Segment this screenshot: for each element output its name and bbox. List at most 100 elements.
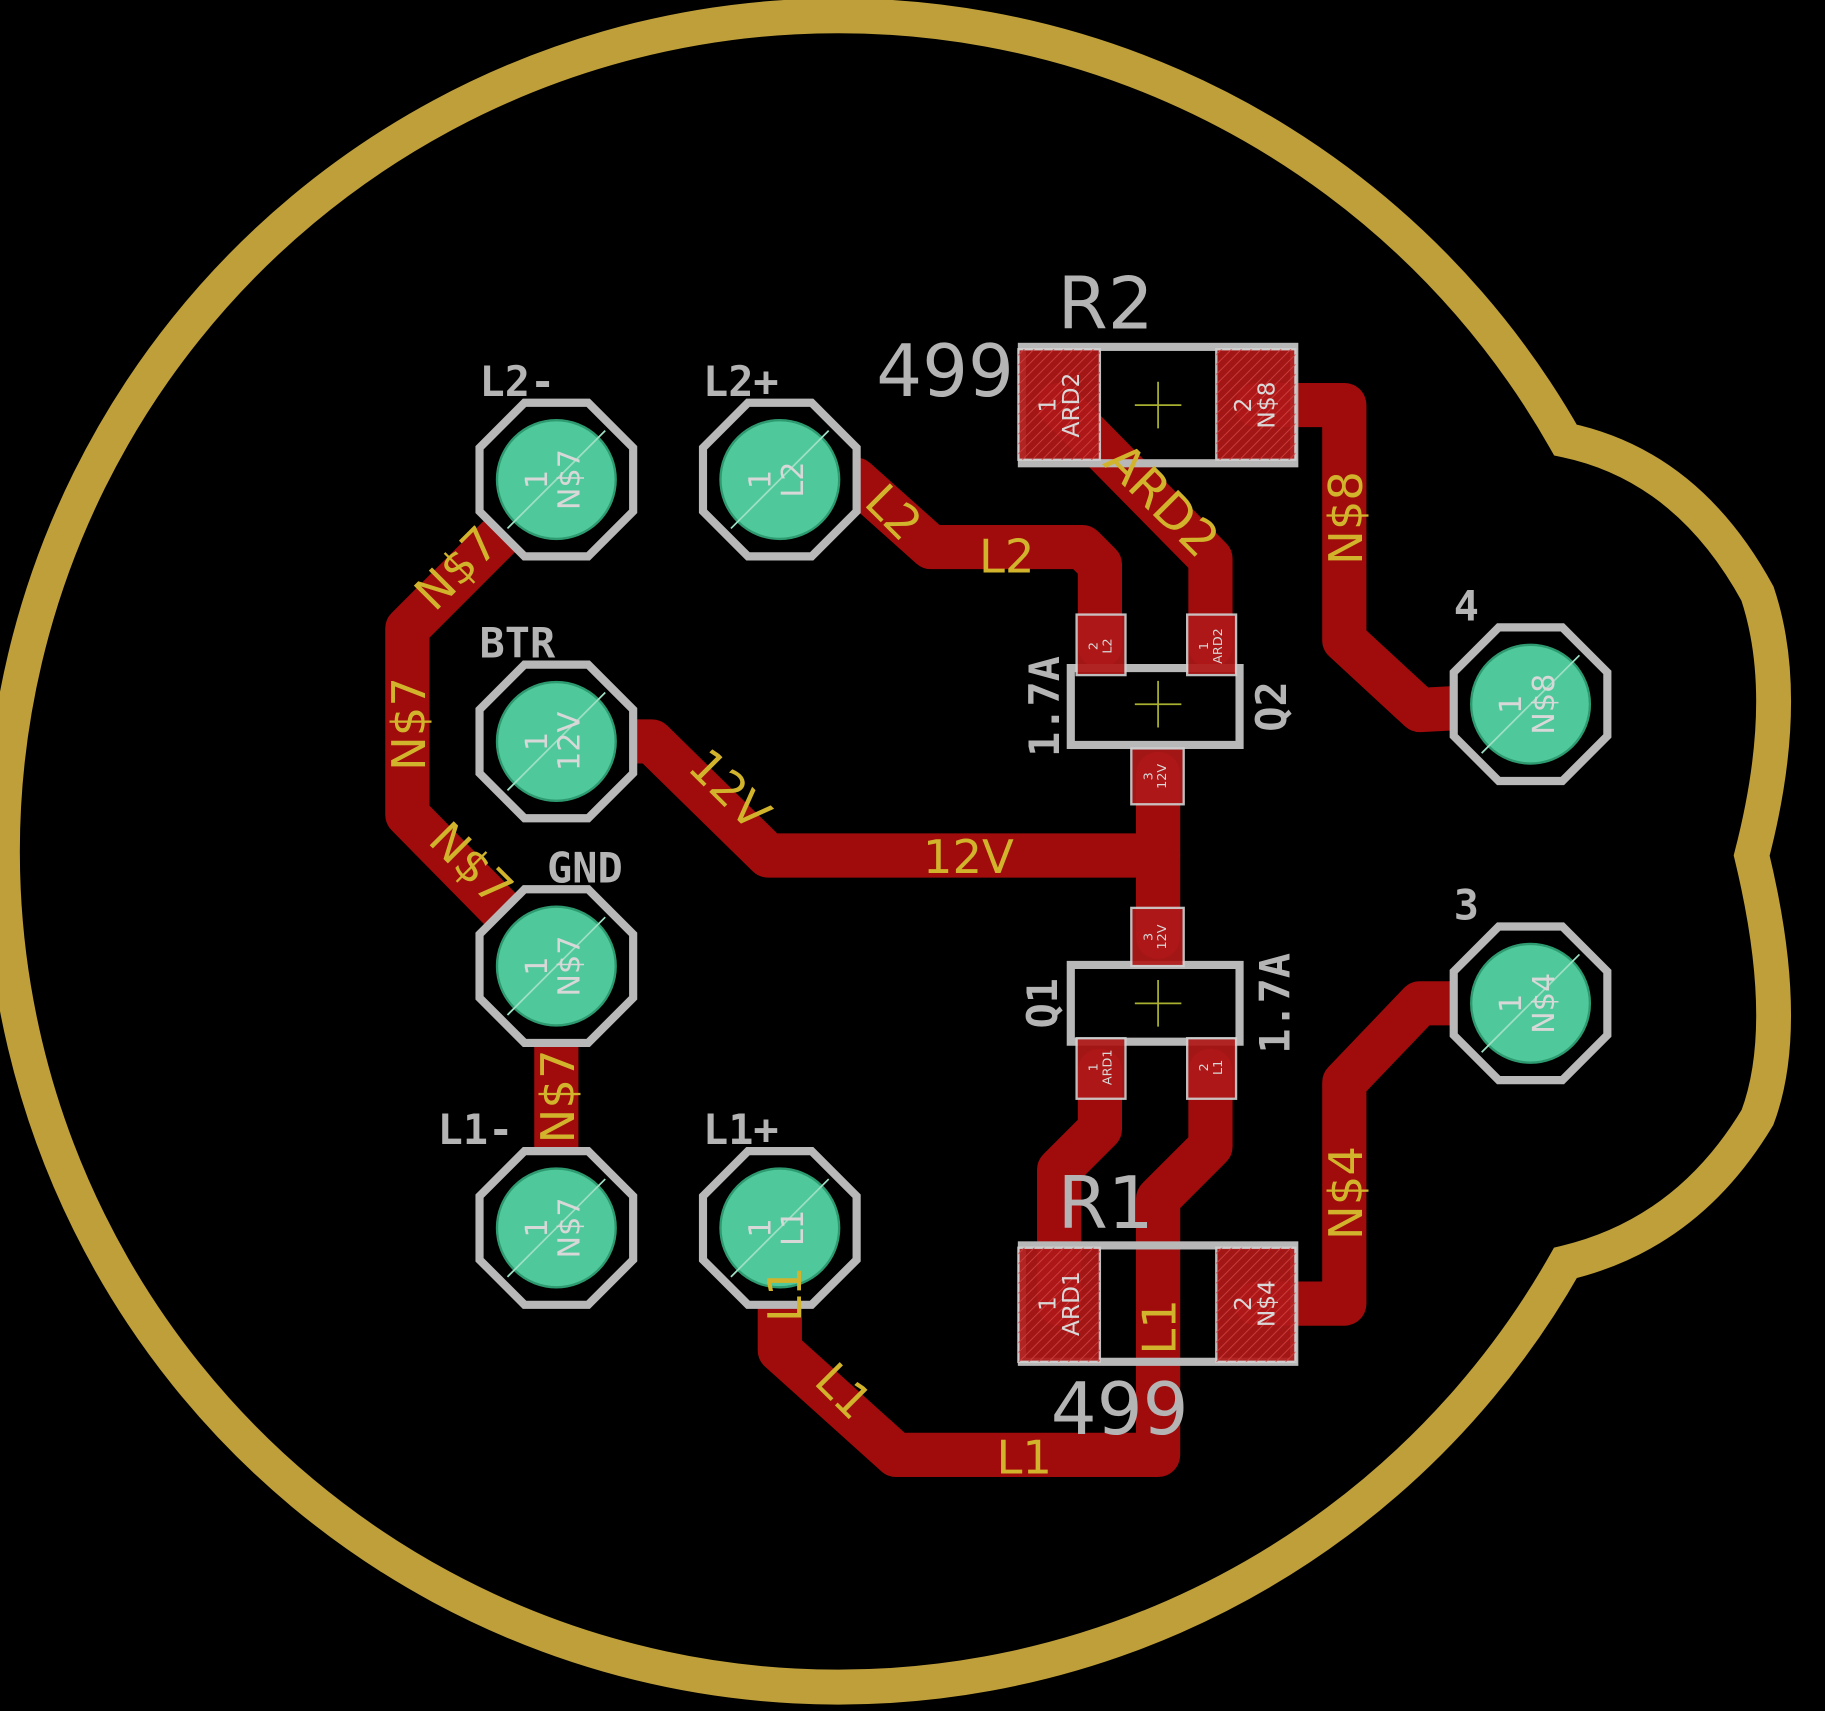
- pad-label: L1+: [703, 1105, 779, 1154]
- r1-name: R1: [1058, 1162, 1154, 1246]
- net-label-12v-b: 12V: [923, 830, 1014, 884]
- r1-pad-2-hatch: [1216, 1247, 1296, 1362]
- pad-number: 1: [1494, 994, 1529, 1013]
- q1-pin3-num: 3: [1141, 933, 1156, 941]
- pad-4[interactable]: 1N$8 4: [1449, 581, 1612, 786]
- pad-label: L2-: [480, 357, 556, 406]
- pad-l1-minus[interactable]: 1N$7 L1-: [438, 1105, 638, 1309]
- r2-pad1-net: ARD2: [1058, 373, 1085, 438]
- q2-pin-1[interactable]: [1186, 613, 1238, 677]
- q2-pin3-net: 12V: [1155, 764, 1170, 789]
- r1-value: 499: [1051, 1368, 1189, 1452]
- pad-marker-line: [506, 916, 606, 1016]
- pad-marker-line: [506, 691, 606, 791]
- net-label-n8: N$8: [1319, 471, 1373, 565]
- pad-number: 1: [520, 732, 555, 751]
- q2-value: 1.7A: [1020, 656, 1069, 757]
- pad-marker-line: [730, 1178, 830, 1278]
- pad-l2-minus[interactable]: 1N$7 L2-: [475, 357, 638, 561]
- q1-name: Q1: [1018, 978, 1067, 1028]
- trace-n7[interactable]: [385, 457, 579, 1251]
- q2-pin3-num: 3: [1141, 772, 1156, 780]
- pad-net: 12V: [553, 712, 588, 771]
- q1-pin1-net: ARD1: [1101, 1050, 1116, 1086]
- pad-marker-line: [506, 430, 606, 530]
- q1-pin3-net: 12V: [1155, 924, 1170, 949]
- net-label-n4: N$4: [1319, 1146, 1373, 1240]
- pad-marker-line: [730, 430, 830, 530]
- q2-pin-2[interactable]: [1075, 613, 1127, 677]
- q1-origin-cross: [1134, 980, 1182, 1027]
- r1-pad2-net: N$4: [1253, 1280, 1280, 1327]
- pad-l2-plus[interactable]: 1L2 L2+: [698, 357, 861, 561]
- transistor-q1[interactable]: 3 12V 1 ARD1 2 L1 Q1 1.7A: [1018, 906, 1300, 1100]
- pad-net: N$7: [553, 449, 588, 510]
- r1-pad1-net: ARD1: [1058, 1271, 1085, 1336]
- q2-name: Q2: [1247, 681, 1296, 731]
- q2-pin1-num: 1: [1197, 642, 1212, 650]
- pad-net: N$7: [553, 936, 588, 997]
- r2-pad-2-hatch: [1216, 349, 1296, 460]
- pad-number: 1: [520, 956, 555, 975]
- board-outline: [0, 0, 1792, 1705]
- q2-pin-3[interactable]: [1130, 747, 1185, 806]
- q2-pin2-net: L2: [1101, 638, 1116, 653]
- q2-pin1-net: ARD2: [1211, 628, 1226, 664]
- q2-outline: [1066, 664, 1244, 750]
- r2-name: R2: [1058, 262, 1154, 346]
- q2-pin2-num: 2: [1087, 642, 1102, 650]
- pad-number: 1: [744, 470, 779, 489]
- pad-net: N$8: [1527, 674, 1562, 735]
- net-label-l1-d: L1: [1133, 1299, 1187, 1355]
- resistor-r1[interactable]: R1 499 1 ARD1 2 N$4: [1017, 1162, 1299, 1452]
- through-hole-pads: 1N$7L2-1L2L2+112VBTR1N$7GND1N$7L1-1L1L1+…: [438, 357, 1612, 1309]
- pad-gnd[interactable]: 1N$7 GND: [475, 843, 638, 1047]
- r1-pad1-num: 1: [1035, 1296, 1062, 1311]
- resistor-r2[interactable]: R2 499 1 ARD2 2 N$8: [876, 262, 1299, 468]
- q1-pin-2[interactable]: [1186, 1037, 1238, 1100]
- net-label-l1-a: L1: [758, 1267, 812, 1323]
- pad-net: L1: [776, 1210, 811, 1246]
- pad-l1-plus[interactable]: 1L1 L1+: [698, 1105, 861, 1309]
- q1-pin2-net: L1: [1211, 1060, 1226, 1075]
- net-label-l2-b: L2: [979, 530, 1035, 584]
- transistor-q2[interactable]: 2 L2 1 ARD2 3 12V Q2 1.7A: [1020, 613, 1296, 806]
- pad-label: GND: [547, 843, 623, 892]
- trace-12v[interactable]: [534, 719, 1181, 878]
- pad-label: BTR: [480, 619, 556, 668]
- r2-pad1-num: 1: [1035, 398, 1062, 413]
- r2-pad2-num: 2: [1230, 398, 1257, 413]
- trace-l1[interactable]: [757, 1048, 1233, 1478]
- q1-outline: [1066, 960, 1244, 1046]
- net-label-l1-c: L1: [996, 1431, 1052, 1485]
- r2-pad2-net: N$8: [1253, 382, 1280, 429]
- q1-pin-1[interactable]: [1075, 1037, 1127, 1100]
- r1-pad2-num: 2: [1230, 1296, 1257, 1311]
- q2-origin-cross: [1134, 680, 1182, 728]
- pad-label: 4: [1454, 581, 1479, 630]
- q1-pin2-num: 2: [1197, 1063, 1212, 1071]
- pad-number: 1: [744, 1218, 779, 1237]
- pad-3[interactable]: 1N$4 3: [1449, 881, 1612, 1085]
- net-label-n7-d: N$7: [531, 1049, 585, 1143]
- pad-net: L2: [776, 462, 811, 498]
- r1-pad-1-hatch: [1018, 1247, 1100, 1362]
- pad-net: N$7: [553, 1197, 588, 1258]
- pad-number: 1: [520, 470, 555, 489]
- pad-label: 3: [1454, 881, 1479, 930]
- pad-label: L2+: [703, 357, 779, 406]
- pad-net: N$4: [1527, 973, 1562, 1034]
- q1-value: 1.7A: [1251, 953, 1300, 1054]
- r2-origin-cross: [1134, 381, 1182, 429]
- net-label-n7-b: N$7: [382, 677, 436, 771]
- q1-pin-3[interactable]: [1130, 906, 1185, 968]
- pad-marker-line: [506, 1178, 606, 1278]
- pad-number: 1: [1494, 695, 1529, 714]
- r2-pad-1-hatch: [1018, 349, 1100, 460]
- pad-marker-line: [1481, 654, 1581, 754]
- pad-marker-line: [1481, 953, 1581, 1053]
- pad-label: L1-: [438, 1105, 514, 1154]
- pad-number: 1: [520, 1218, 555, 1237]
